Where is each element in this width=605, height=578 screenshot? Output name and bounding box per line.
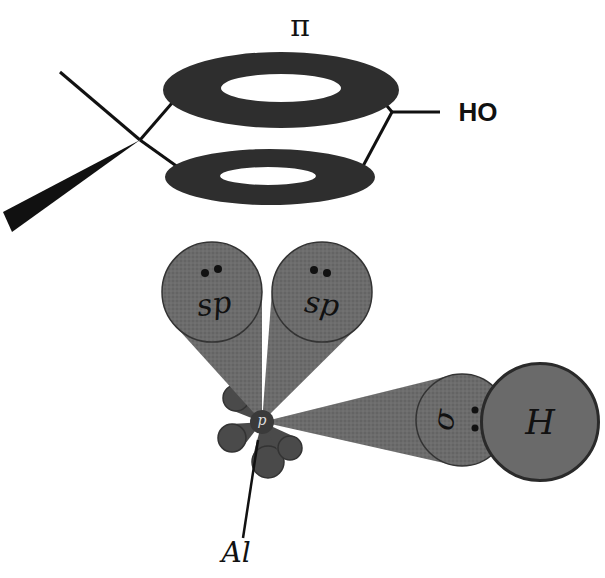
orbital-label: sp <box>303 287 341 322</box>
electron-dots <box>201 265 479 432</box>
al-nucleus <box>250 410 274 434</box>
atom-label: Al <box>221 539 250 567</box>
wedge-bond <box>3 140 140 232</box>
atom-symbol: H <box>525 402 555 442</box>
pi-label: π <box>290 11 310 41</box>
leader-line <box>243 440 258 538</box>
orbital-label: p <box>258 413 267 427</box>
hybrid-orbitals <box>162 242 508 478</box>
pi-cloud <box>163 52 399 205</box>
hydrogen-atom: H <box>480 362 600 482</box>
orbital-lobe <box>262 242 372 422</box>
orbital-lobe <box>162 242 262 422</box>
orbital-lobe <box>262 374 508 466</box>
group-label: HO <box>459 99 498 125</box>
orbital-label: sp <box>195 287 233 322</box>
